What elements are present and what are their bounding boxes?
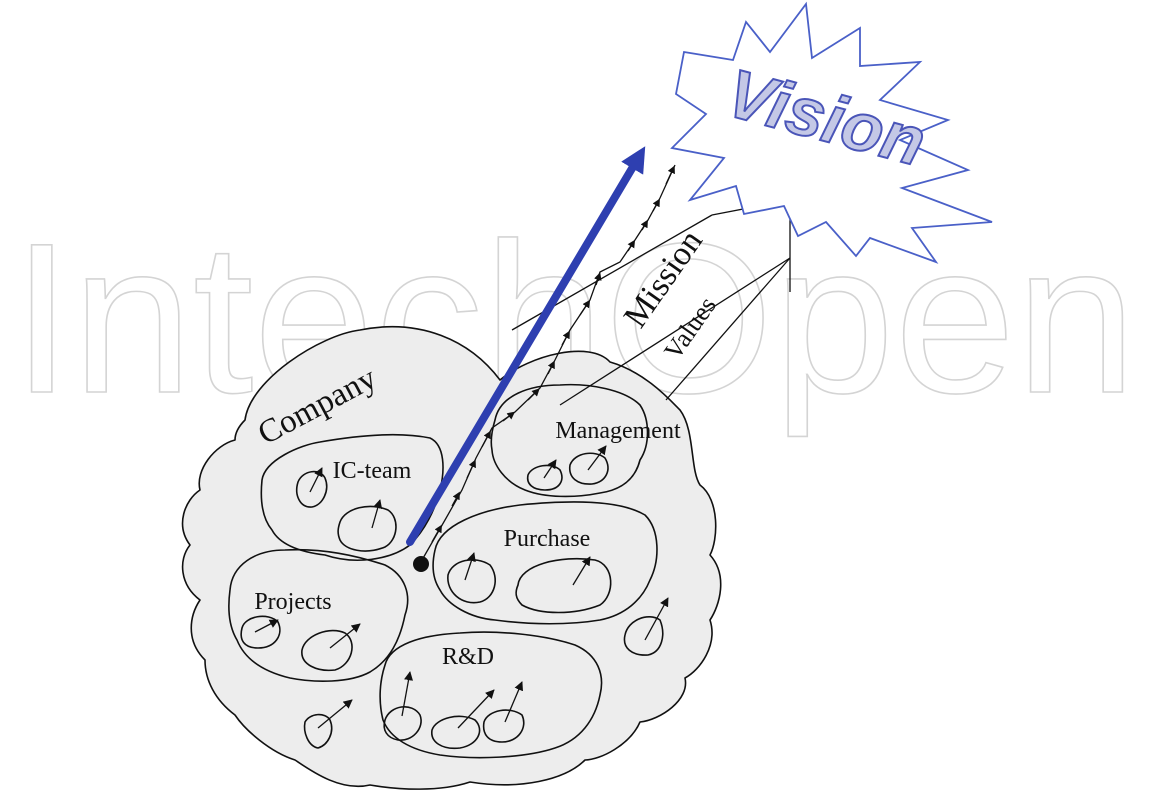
rnd-region <box>379 631 603 759</box>
management-region <box>490 383 649 498</box>
mission-values-lanes <box>511 199 791 406</box>
group-label-projects: Projects <box>254 589 331 615</box>
projects-region <box>228 548 409 683</box>
zigzag-path <box>421 164 676 561</box>
strategy-arrow <box>406 146 646 546</box>
group-label-purchase: Purchase <box>504 526 591 552</box>
company-cloud <box>181 326 722 790</box>
purchase-region <box>432 501 658 625</box>
group-label-ic-team: IC-team <box>333 458 412 484</box>
start-point <box>413 556 429 572</box>
group-label-rnd: R&D <box>442 644 494 670</box>
group-label-management: Management <box>555 418 681 444</box>
individual-units <box>240 445 669 750</box>
vision-starburst <box>670 1 993 264</box>
